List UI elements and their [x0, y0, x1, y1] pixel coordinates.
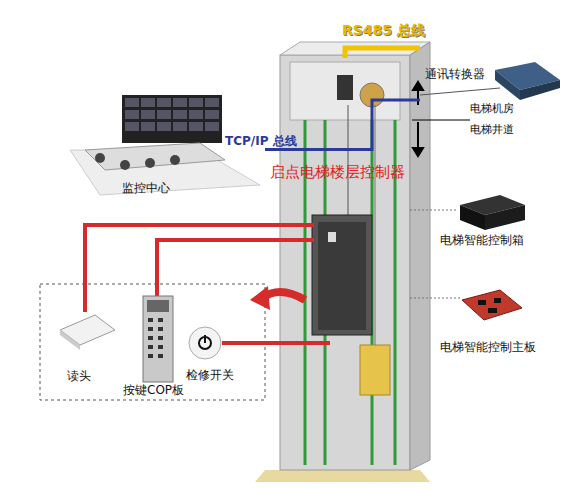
cop-node: 按键COP板	[118, 292, 188, 397]
converter-device	[420, 62, 560, 100]
cop-panel	[143, 296, 173, 382]
red-wires	[85, 225, 330, 343]
watermark: 启点电梯楼层控制器	[270, 163, 405, 182]
edge-label: TCP/IP 总线	[225, 133, 297, 150]
node-text: 通讯转换器	[425, 66, 485, 83]
big-red-arrow	[250, 286, 270, 310]
converter-node: 通讯转换器	[420, 58, 565, 106]
bus-label: RS485 总线	[342, 22, 425, 40]
service-switch	[189, 327, 221, 359]
card-reader	[60, 315, 115, 350]
reader-node: 读头	[55, 310, 120, 385]
main-board-node: 电梯智能控制主板	[435, 286, 580, 356]
switch-node: 检修开关	[180, 322, 260, 384]
room-label: 电梯机房	[470, 101, 514, 116]
main-board-device	[410, 290, 522, 320]
node-text: 监控中心	[122, 180, 170, 197]
node-text: 检修开关	[186, 367, 234, 384]
node-text: 电梯智能控制箱	[440, 232, 524, 249]
node-text: 读头	[67, 368, 91, 385]
node-text: 按键COP板	[123, 382, 184, 399]
node-text: 电梯智能控制主板	[440, 339, 536, 356]
control-box-device	[410, 195, 525, 230]
shaft-label: 电梯井道	[470, 122, 514, 137]
monitor-center: 监控中心	[60, 92, 265, 207]
elevator-shaft	[255, 42, 430, 482]
control-box-node: 电梯智能控制箱	[435, 192, 560, 250]
